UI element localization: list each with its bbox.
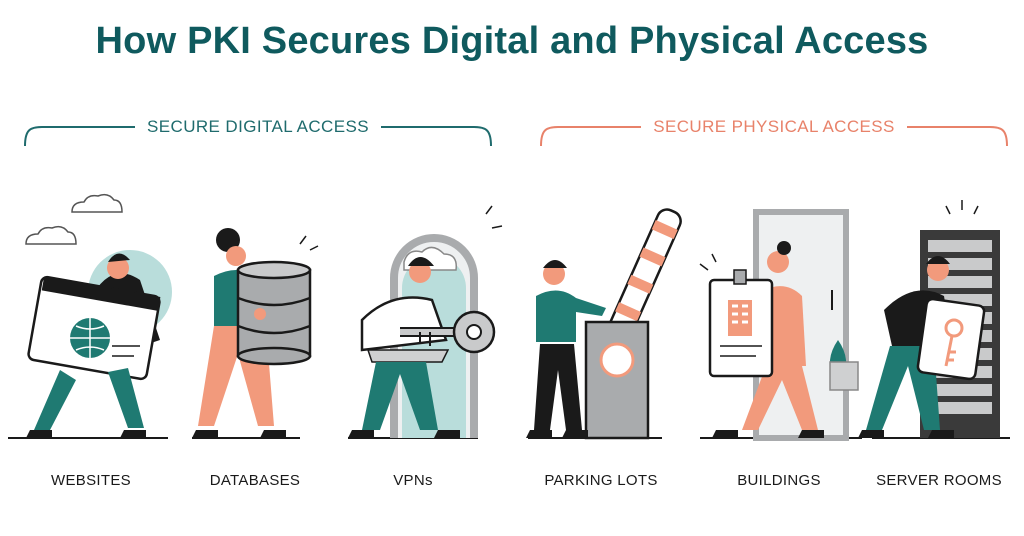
caption-websites: WEBSITES xyxy=(51,472,131,489)
globe-browser-icon xyxy=(25,193,172,438)
group-physical-access: SECURE PHYSICAL ACCESS xyxy=(538,112,1010,152)
caption-databases: DATABASES xyxy=(209,472,301,489)
caption-parking-lots: PARKING LOTS xyxy=(544,472,658,489)
caption-vpns: VPNs xyxy=(393,472,433,489)
caption-buildings: BUILDINGS xyxy=(737,472,821,489)
caption-server-rooms: SERVER ROOMS xyxy=(876,472,1002,489)
group-digital-label: SECURE DIGITAL ACCESS xyxy=(135,117,381,136)
parking-barrier-icon xyxy=(526,208,682,440)
database-icon xyxy=(192,228,319,438)
group-physical-label: SECURE PHYSICAL ACCESS xyxy=(641,117,907,136)
page-title: How PKI Secures Digital and Physical Acc… xyxy=(95,20,929,62)
server-rack-icon xyxy=(858,200,1000,438)
key-tunnel-icon xyxy=(348,205,503,438)
group-digital-access: SECURE DIGITAL ACCESS xyxy=(22,112,494,152)
id-badge-icon xyxy=(699,209,859,441)
